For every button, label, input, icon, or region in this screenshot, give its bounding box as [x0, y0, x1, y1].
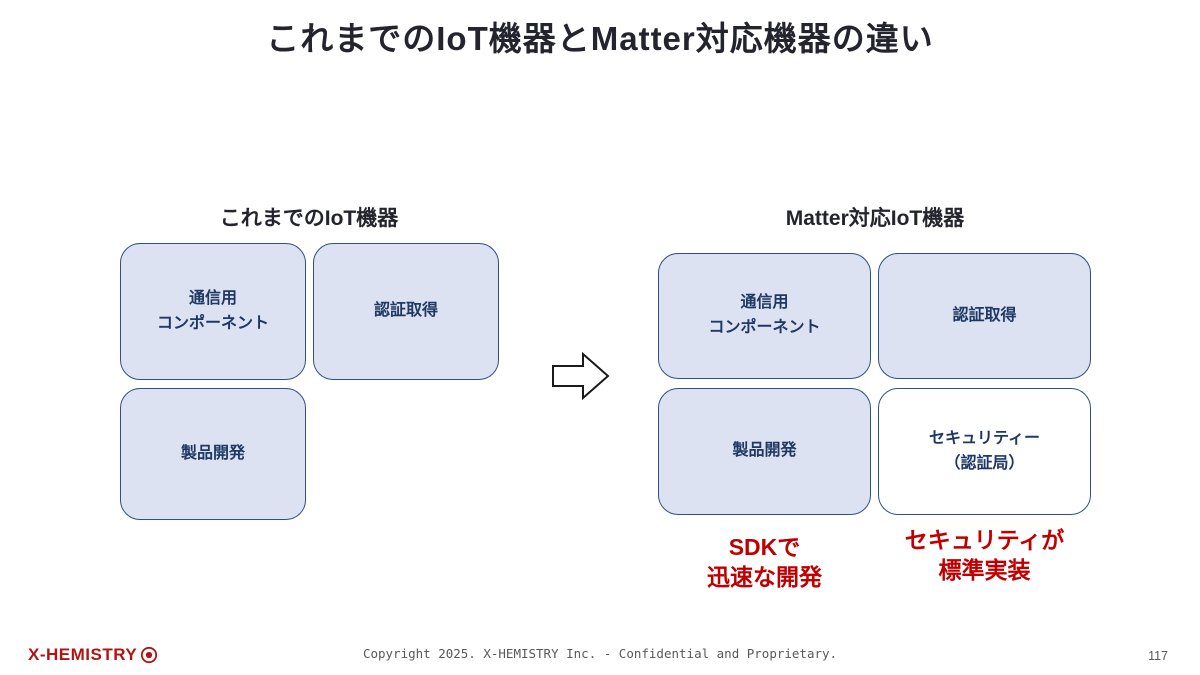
- page-number: 117: [1148, 649, 1168, 663]
- copyright-text: Copyright 2025. X-HEMISTRY Inc. - Confid…: [362, 646, 838, 661]
- box-label: 製品開発: [180, 444, 245, 462]
- box-label: 認証取得: [952, 306, 1017, 324]
- box-label: 認証取得: [373, 302, 438, 320]
- box-right-security-ca: セキュリティー （認証局）: [878, 388, 1091, 515]
- callout-security-standard: セキュリティが 標準実装: [904, 527, 1065, 583]
- page-title: これまでのIoT機器とMatter対応機器の違い: [266, 20, 934, 57]
- logo-text: X-HEMISTRY: [28, 645, 138, 664]
- box-right-product-development: 製品開発: [658, 388, 871, 515]
- box-label: セキュリティー （認証局）: [928, 429, 1041, 472]
- box-label: 通信用 コンポーネント: [156, 289, 269, 332]
- left-group-heading: これまでのIoT機器: [219, 207, 399, 230]
- logo-mark-icon: [141, 646, 158, 664]
- callout-sdk-rapid-development: SDKで 迅速な開発: [707, 534, 822, 590]
- box-right-communication-component: 通信用 コンポーネント: [658, 253, 871, 379]
- box-left-product-development: 製品開発: [120, 388, 306, 520]
- box-label: 製品開発: [732, 442, 797, 460]
- logo: X-HEMISTRY: [28, 645, 158, 665]
- box-right-certification: 認証取得: [878, 253, 1091, 379]
- box-left-communication-component: 通信用 コンポーネント: [120, 243, 306, 380]
- box-left-certification: 認証取得: [313, 243, 499, 380]
- right-arrow-icon: [552, 352, 610, 400]
- right-group-heading: Matter対応IoT機器: [785, 207, 965, 230]
- box-label: 通信用 コンポーネント: [708, 294, 821, 336]
